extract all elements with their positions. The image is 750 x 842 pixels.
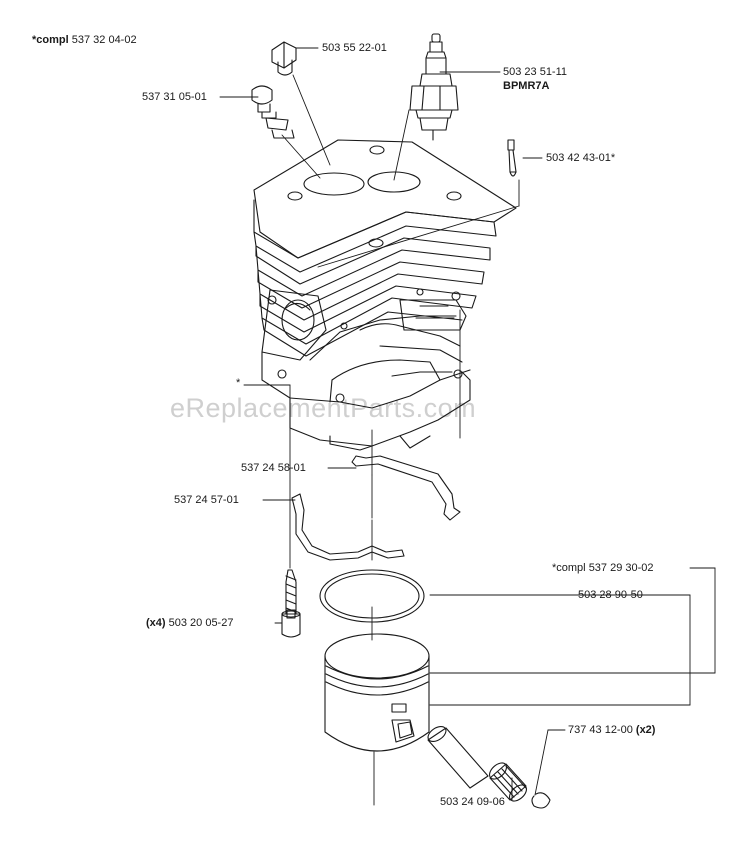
part-number: 537 32 04-02 [71, 34, 137, 46]
leader-lines [219, 47, 716, 806]
label-cylinder-compl: *compl 537 32 04-02 [32, 34, 137, 47]
label-piston-compl: *compl 537 29 30-02 [552, 562, 654, 575]
label-plug-top: 503 55 22-01 [322, 42, 387, 54]
wrist-pin-part [427, 725, 489, 789]
gasket-lower-part [291, 493, 405, 561]
gasket-upper-part [351, 455, 461, 521]
label-star: * [236, 377, 241, 389]
label-spark-plug-type: BPMR7A [503, 80, 550, 92]
label-circlip: 737 43 12-00 (x2) [568, 724, 655, 737]
cylinder-part [253, 139, 517, 451]
label-gasket-lower: 537 24 57-01 [174, 494, 239, 506]
quantity: (x4) [146, 617, 166, 629]
quantity: (x2) [635, 724, 656, 736]
spark-plug-part [409, 33, 459, 141]
circlip-part [531, 792, 551, 809]
label-screw: (x4) 503 20 05-27 [146, 617, 233, 630]
compl-marker: *compl [552, 562, 586, 574]
piston-part [324, 633, 430, 752]
part-number: 503 20 05-27 [168, 617, 234, 629]
screw-part [281, 569, 301, 638]
watermark: eReplacementParts.com [170, 393, 477, 423]
piston-ring-part [319, 569, 425, 623]
label-piston-ring: 503 28 90-50 [578, 589, 643, 601]
decomp-valve-part [251, 85, 295, 139]
label-gasket-upper: 537 24 58-01 [241, 462, 306, 474]
label-spark-plug: 503 23 51-11 [503, 66, 568, 78]
needle-bearing-part [489, 762, 527, 802]
pin-part [507, 139, 517, 177]
part-number: 737 43 12-00 [568, 724, 633, 736]
plug-part [271, 41, 297, 76]
compl-marker: *compl [32, 34, 69, 46]
label-decomp-valve: 537 31 05-01 [142, 91, 207, 103]
label-bearing: 503 24 09-06 [440, 796, 505, 808]
part-number: 537 29 30-02 [588, 562, 654, 574]
label-pin: 503 42 43-01* [546, 152, 616, 164]
